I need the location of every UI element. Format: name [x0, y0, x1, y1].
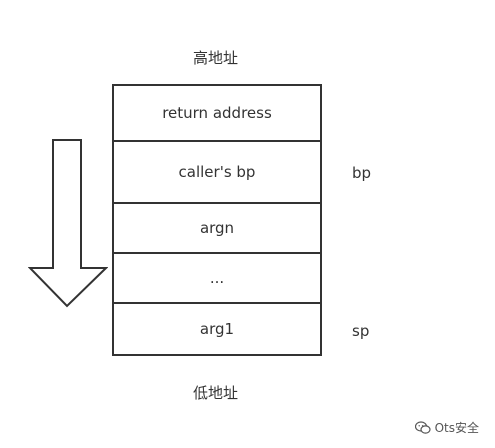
watermark: Ots安全	[414, 419, 479, 436]
sp-register-label: sp	[352, 322, 370, 340]
high-address-label: 高地址	[193, 49, 239, 67]
slot-label: caller's bp	[178, 163, 256, 181]
bp-register-label: bp	[352, 164, 372, 182]
stack-slot-callers-bp: caller's bp	[114, 142, 320, 204]
stack-slot-argn: argn	[114, 204, 320, 254]
stack-frame: return address caller's bp argn ... arg1	[112, 84, 322, 356]
wechat-icon	[414, 420, 431, 434]
stack-slot-ellipsis: ...	[114, 254, 320, 304]
slot-label: arg1	[199, 320, 235, 338]
low-address-label: 低地址	[193, 384, 239, 402]
slot-label: ...	[209, 269, 225, 287]
slot-label: return address	[162, 104, 272, 122]
stack-slot-arg1: arg1	[114, 304, 320, 354]
down-arrow-icon	[28, 139, 108, 308]
slot-label: argn	[199, 219, 235, 237]
watermark-text: Ots安全	[434, 421, 479, 435]
stack-slot-return-address: return address	[114, 86, 320, 142]
